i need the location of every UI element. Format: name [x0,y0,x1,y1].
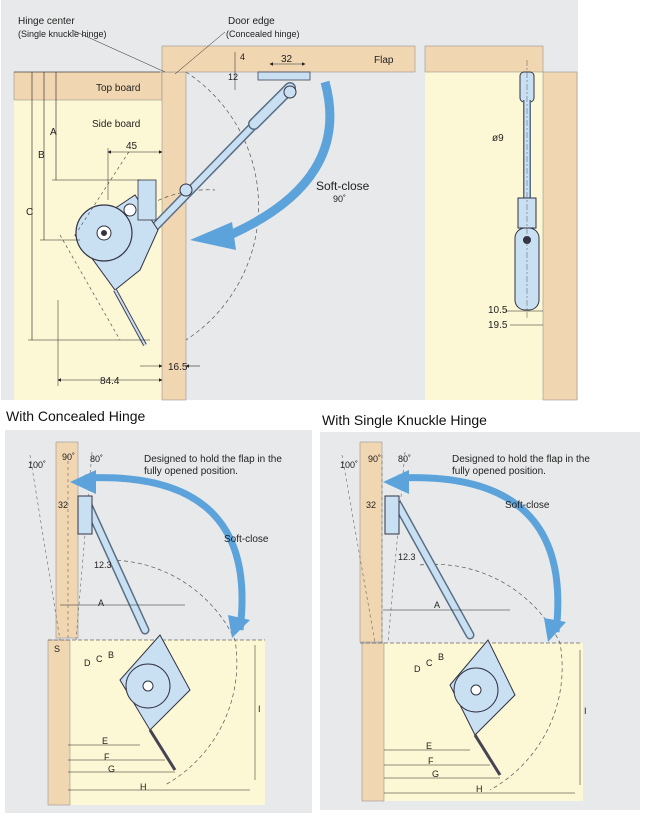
dim-84-4: 84.4 [100,376,120,387]
swing-arc [185,71,259,341]
concealed-letter-g: G [108,764,115,774]
dim-45: 45 [126,141,138,152]
soft-close-arrow [228,80,335,240]
dim-10-5: 10.5 [488,305,508,316]
dim-phi9: ø9 [492,133,504,144]
concealed-hinge-view [29,441,265,806]
concealed-note-line2: fully opened position. [144,466,238,477]
dim-b: B [38,150,45,161]
dim-32: 32 [281,54,293,65]
side-board-label: Side board [92,119,140,130]
dim-19-5: 19.5 [488,320,508,331]
concealed-letter-s: S [54,644,60,654]
dim-16-5: 16.5 [168,362,188,373]
knuckle-letter-e: E [426,741,432,751]
concealed-letter-i: I [258,704,261,714]
knuckle-letter-i: I [584,706,587,716]
side-board [161,71,187,401]
knuckle-note-line1: Designed to hold the flap in the [452,454,590,465]
concealed-letter-e: E [102,736,108,746]
concealed-letter-f: F [104,752,110,762]
concealed-a100: 100˚ [28,460,46,470]
concealed-label: (Concealed hinge) [226,29,300,39]
concealed-letter-a: A [98,598,104,608]
top-board [13,71,163,101]
flap-label: Flap [374,55,394,66]
knuckle-a100: 100˚ [340,460,358,470]
dim-c: C [26,207,33,218]
concealed-dim-32: 32 [58,500,68,510]
knuckle-letter-d: D [414,664,421,674]
door-edge-label: Door edge [228,16,275,27]
concealed-soft-close: Soft-close [224,534,269,545]
top-left-view [13,29,416,401]
knuckle-letter-b: B [438,652,444,662]
dim-a: A [50,127,57,138]
knuckle-hinge-title: With Single Knuckle Hinge [322,412,487,428]
concealed-hinge-title: With Concealed Hinge [6,408,146,424]
knuckle-letter-f: F [428,756,434,766]
dim-4: 4 [240,52,245,62]
concealed-a80: 80˚ [90,454,103,464]
top-right-view [424,45,578,401]
knuckle-soft-close: Soft-close [505,500,550,511]
knuckle-a80: 80˚ [398,454,411,464]
knuckle-dim-32: 32 [366,500,376,510]
concealed-letter-c: C [96,654,103,664]
flap-board [161,45,416,73]
knuckle-letter-h: H [476,784,483,794]
knuckle-letter-a: A [434,600,440,610]
knuckle-dim-12-3: 12.3 [398,552,416,562]
concealed-dim-12-3: 12.3 [94,560,112,570]
knuckle-hinge-view [341,441,583,802]
knuckle-letter-c: C [426,658,433,668]
concealed-letter-b: B [108,650,114,660]
single-knuckle-label: (Single knuckle hinge) [18,29,107,39]
hinge-center-label: Hinge center [18,16,75,27]
concealed-note-line1: Designed to hold the flap in the [144,454,282,465]
soft-close-label: Soft-close [316,179,370,193]
flap-bracket [257,71,311,81]
concealed-letter-h: H [140,782,147,792]
dim-12: 12 [228,72,238,82]
top-board-label: Top board [96,83,140,94]
knuckle-a90: 90˚ [368,454,381,464]
knuckle-note-line2: fully opened position. [452,466,546,477]
concealed-a90: 90˚ [62,452,75,462]
knuckle-letter-g: G [432,769,439,779]
angle-label: 90˚ [333,194,346,204]
concealed-letter-d: D [84,658,91,668]
